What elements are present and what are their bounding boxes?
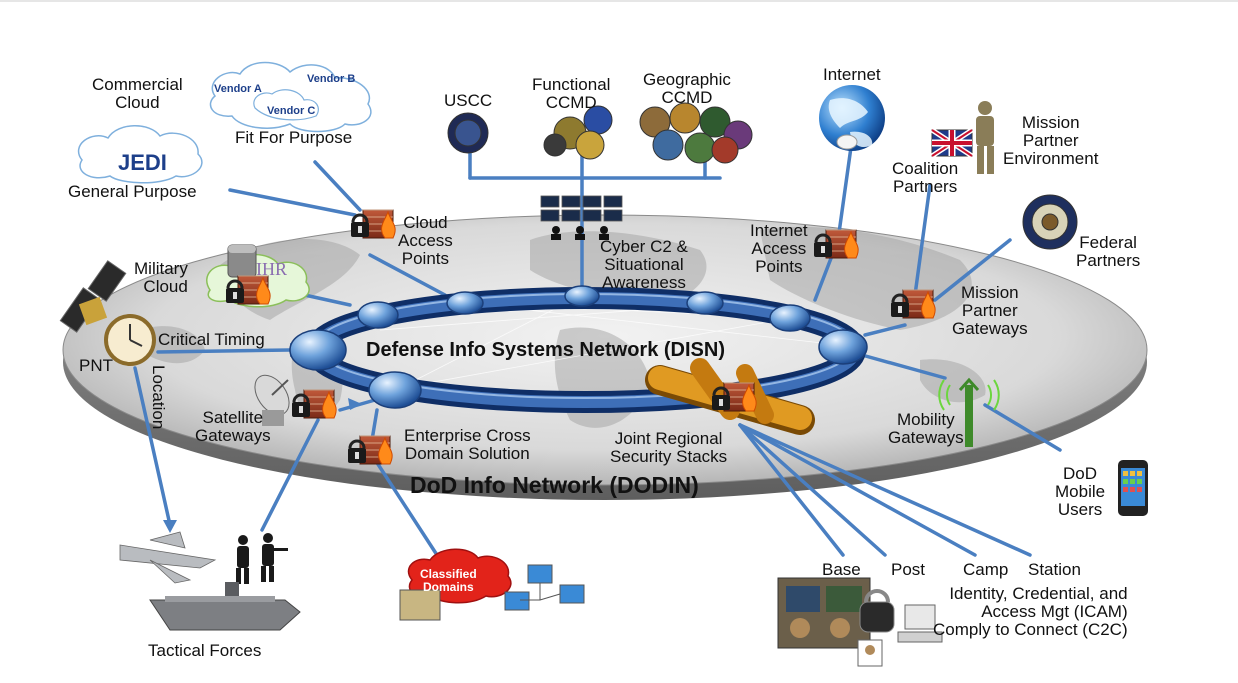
classified-domains-label: Classified Domains <box>420 567 477 595</box>
functional-ccmd-line-1: Functional <box>532 75 611 94</box>
cyber-c2-line-1: Cyber C2 & <box>600 237 688 256</box>
federal-partners-line-1: Federal <box>1079 233 1137 252</box>
functional-ccmd-label: Functional CCMD <box>532 76 610 112</box>
commercial-cloud-line-2: Cloud <box>115 92 160 112</box>
dmu-line-2: Mobile <box>1055 481 1106 501</box>
cyber-c2-line-2: Situational <box>604 254 684 274</box>
satellite-gateway-firewall-icon <box>292 389 337 419</box>
coalition-partners-line-1: Coalition <box>892 159 959 178</box>
classified-line-1: Classified <box>420 567 477 581</box>
commercial-cloud-label: Commercial Cloud <box>92 76 183 112</box>
mpe-line-1: Mission <box>1021 113 1080 132</box>
mission-partner-environment-label: Mission Partner Environment <box>1003 114 1098 168</box>
icam-line-1: Identity, Credential, and <box>949 584 1128 603</box>
jrss-firewall-icon <box>712 382 757 412</box>
military-cloud-label: Military Cloud <box>134 260 188 296</box>
dodin-label: DoD Info Network (DODIN) <box>410 472 699 498</box>
ecds-line-1: Enterprise Cross <box>404 426 531 445</box>
mpe-line-2: Partner <box>1022 130 1079 150</box>
internet-label: Internet <box>823 65 881 84</box>
internet-access-points-line-1: Internet <box>750 221 808 240</box>
disn-label: Defense Info Systems Network (DISN) <box>366 339 725 361</box>
satellite-gateways-line-1: Satellite <box>202 408 264 427</box>
location-label: Location <box>149 365 168 430</box>
enterprise-cross-domain-label: Enterprise Cross Domain Solution <box>404 427 531 463</box>
military-cloud-firewall-icon <box>226 275 271 305</box>
base-label: Base <box>822 560 861 579</box>
mission-partner-gateways-label: Mission Partner Gateways <box>952 284 1028 338</box>
geographic-ccmd-line-1: Geographic <box>643 70 731 89</box>
military-cloud-line-1: Military <box>134 259 188 278</box>
cyber-c2-line-3: Awareness <box>602 272 686 292</box>
jrss-label: Joint Regional Security Stacks <box>610 430 727 466</box>
geographic-ccmd-line-2: CCMD <box>661 87 713 107</box>
federal-partners-line-2: Partners <box>1076 250 1141 270</box>
svg-text:IHR: IHR <box>256 259 287 279</box>
internet-access-points-line-3: Points <box>755 256 803 276</box>
federal-partners-label: Federal Partners <box>1076 234 1140 270</box>
mobility-gateways-line-1: Mobility <box>896 410 955 429</box>
functional-ccmd-line-2: CCMD <box>545 92 597 112</box>
vendor-b-label: Vendor B <box>307 73 356 85</box>
vendor-a-label: Vendor A <box>214 83 262 95</box>
satellite-gateways-label: Satellite Gateways <box>195 409 271 445</box>
dmu-line-3: Users <box>1057 499 1103 519</box>
critical-timing-label: Critical Timing <box>158 330 265 349</box>
camp-label: Camp <box>963 560 1009 579</box>
cloud-access-points-label: Cloud Access Points <box>398 214 453 268</box>
dod-mobile-users-label: DoD Mobile Users <box>1055 465 1105 519</box>
mpe-line-3: Environment <box>1003 148 1099 168</box>
classified-line-2: Domains <box>423 580 474 595</box>
icam-line-2: Access Mgt (ICAM) <box>981 601 1128 621</box>
mobility-gateways-line-2: Gateways <box>888 427 964 447</box>
tactical-forces-label: Tactical Forces <box>148 641 262 660</box>
general-purpose-label: General Purpose <box>68 182 197 201</box>
vendor-c-label: Vendor C <box>267 105 316 117</box>
coalition-partners-line-2: Partners <box>892 176 958 196</box>
mission-partner-firewall-icon <box>891 289 936 319</box>
mpg-line-3: Gateways <box>952 318 1028 338</box>
uscc-label: USCC <box>444 91 493 110</box>
jrss-line-1: Joint Regional <box>614 429 723 448</box>
station-label: Station <box>1028 560 1081 579</box>
military-cloud-line-2: Cloud <box>143 276 188 296</box>
mobility-gateways-label: Mobility Gateways <box>888 411 964 447</box>
cloud-access-points-line-1: Cloud <box>403 213 448 232</box>
internet-access-points-label: Internet Access Points <box>750 222 808 276</box>
dmu-line-1: DoD <box>1063 464 1098 483</box>
cloud-access-firewall-icon <box>351 209 396 239</box>
pnt-label: PNT <box>79 356 113 375</box>
cross-domain-firewall-icon <box>348 435 393 465</box>
mpg-line-2: Partner <box>961 300 1018 320</box>
icam-label: Identity, Credential, and Access Mgt (IC… <box>933 585 1128 639</box>
internet-access-firewall-icon <box>814 229 859 259</box>
satellite-gateways-line-2: Gateways <box>195 425 271 445</box>
commercial-cloud-line-1: Commercial <box>92 75 183 94</box>
coalition-partners-label: Coalition Partners <box>892 160 958 196</box>
cloud-access-points-line-2: Access <box>398 230 453 250</box>
internet-access-points-line-2: Access <box>751 238 807 258</box>
cyber-c2-label: Cyber C2 & Situational Awareness <box>600 238 688 292</box>
fit-for-purpose-label: Fit For Purpose <box>235 128 353 147</box>
jrss-line-2: Security Stacks <box>610 446 728 466</box>
geographic-ccmd-label: Geographic CCMD <box>643 71 731 107</box>
jedi-label: JEDI <box>118 150 167 175</box>
ecds-line-2: Domain Solution <box>404 443 530 463</box>
cloud-access-points-line-3: Points <box>401 248 450 268</box>
mpg-line-1: Mission <box>960 283 1019 302</box>
post-label: Post <box>891 560 926 579</box>
icam-line-3: Comply to Connect (C2C) <box>933 619 1128 639</box>
